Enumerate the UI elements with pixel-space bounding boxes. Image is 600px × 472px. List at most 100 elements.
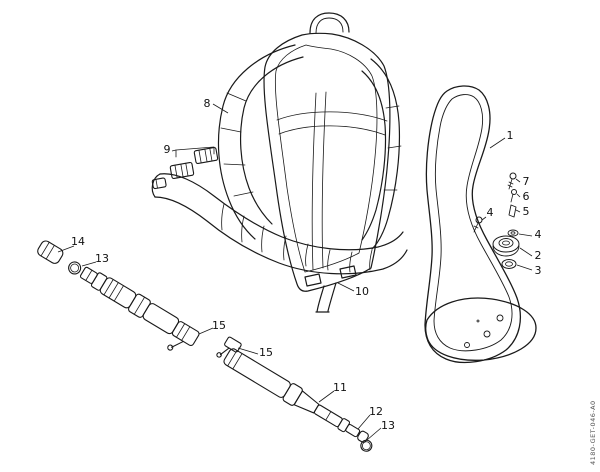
screw-6-shaft	[510, 193, 514, 203]
o-ring-13-lower-inner	[361, 441, 371, 451]
base-plate-hole-3	[464, 342, 470, 348]
right-strap-inner	[361, 70, 387, 241]
frame-outer	[424, 85, 521, 364]
end-fitting-lines	[176, 323, 191, 341]
handle-inner	[315, 17, 344, 34]
grommet-2-skirt	[492, 245, 520, 257]
leader-1	[489, 137, 506, 149]
base-plate	[424, 297, 537, 361]
ring-3-outer	[501, 259, 517, 269]
left-strap-outer	[217, 44, 296, 240]
bottom-buckle-1	[304, 273, 322, 287]
backpack-harness-drawing	[151, 12, 408, 313]
right-strap-outer	[370, 58, 400, 250]
leader-10	[337, 282, 355, 292]
clip-3	[151, 177, 167, 190]
tube-11	[223, 348, 291, 398]
clamp-screw-head	[167, 344, 174, 351]
thin-tube-line	[325, 411, 332, 421]
ring-3-inner	[505, 261, 513, 267]
callout-12: 12	[369, 405, 383, 418]
callout-13a: 13	[95, 252, 109, 265]
plug-14-ridges	[40, 241, 55, 260]
leader-13b	[366, 427, 382, 441]
leader-lines	[57, 103, 533, 441]
leader-15b	[237, 347, 259, 355]
callout-2: 2	[535, 249, 542, 262]
back-panel-inner	[274, 44, 378, 273]
leader-14	[57, 245, 75, 253]
o-ring-13-upper-inner	[70, 263, 80, 273]
leader-9	[171, 149, 177, 152]
center-seam-1	[311, 92, 317, 271]
taper	[293, 390, 320, 414]
leader-13a	[81, 261, 97, 267]
stud-5	[508, 204, 517, 218]
belt-lower-edge	[154, 196, 408, 275]
frame-drawing	[424, 85, 537, 364]
o-ring-13-upper-outer	[68, 261, 82, 275]
callout-8: 8	[204, 97, 211, 110]
upper-shaft-drawing	[37, 240, 200, 351]
right-strap-rungs	[383, 105, 402, 191]
screw-6-head	[511, 189, 517, 195]
callout-9: 9	[164, 143, 171, 156]
leader-8	[212, 103, 229, 114]
coupler-line	[133, 296, 145, 315]
tip	[345, 423, 361, 438]
clamp-screw-shaft	[171, 340, 184, 348]
clamp-15-screw-head	[216, 352, 222, 358]
callout-14: 14	[71, 235, 85, 248]
left-strap-rungs	[220, 92, 254, 197]
callout-7: 7	[523, 175, 530, 188]
callout-labels: 8 9 1 7 6 5 4 4 2 3 14 13 15 15 10 11 12…	[71, 97, 542, 432]
callout-3: 3	[535, 264, 542, 277]
base-plate-hole-1	[496, 314, 504, 322]
clamp-15-screw	[219, 347, 230, 356]
clip-1	[193, 146, 219, 165]
leader-5	[515, 209, 521, 213]
lower-shaft-drawing	[216, 336, 373, 452]
connector-line	[85, 269, 93, 281]
callout-13b: 13	[381, 419, 395, 432]
tube-11-ribs	[227, 350, 243, 370]
washer-4-inner	[510, 231, 516, 235]
belt-upper-edge	[159, 173, 404, 251]
screw-4-shaft	[473, 222, 479, 233]
callout-11: 11	[333, 381, 347, 394]
grommet-2-inner	[502, 240, 510, 246]
leader-7	[515, 178, 521, 183]
bottom-buckle-2	[339, 265, 357, 279]
strap-clips-drawing	[151, 146, 219, 190]
callout-15a: 15	[212, 319, 226, 332]
doc-code: 4180-GET-046-A0	[589, 400, 597, 465]
fasteners-drawing	[473, 172, 520, 269]
callout-15b: 15	[259, 346, 273, 359]
o-ring-13-lower-outer	[360, 439, 373, 452]
belt-quilting	[221, 203, 373, 273]
screw-7-head	[509, 172, 517, 180]
leader-11	[318, 390, 335, 403]
leader-12	[357, 414, 371, 430]
leader-6	[516, 193, 521, 198]
tube-a-ribs	[103, 279, 124, 302]
leader-4a	[481, 216, 487, 221]
callout-1: 1	[507, 129, 514, 142]
cap-12	[357, 430, 369, 443]
callout-10: 10	[355, 285, 369, 298]
leader-2	[519, 247, 533, 257]
center-seam-2	[321, 91, 327, 269]
base-plate-hole-2	[483, 330, 491, 338]
hanging-strap	[315, 282, 337, 313]
chest-seam-1	[276, 111, 388, 122]
grommet-2-mid	[498, 238, 514, 248]
base-plate-mark	[476, 319, 480, 323]
leader-15a	[198, 327, 214, 335]
grommet-2-outer	[492, 235, 520, 253]
handle-outline	[309, 12, 350, 34]
washer-4-outer	[507, 229, 519, 237]
callout-5: 5	[523, 205, 530, 218]
chest-seam-2	[278, 125, 386, 136]
